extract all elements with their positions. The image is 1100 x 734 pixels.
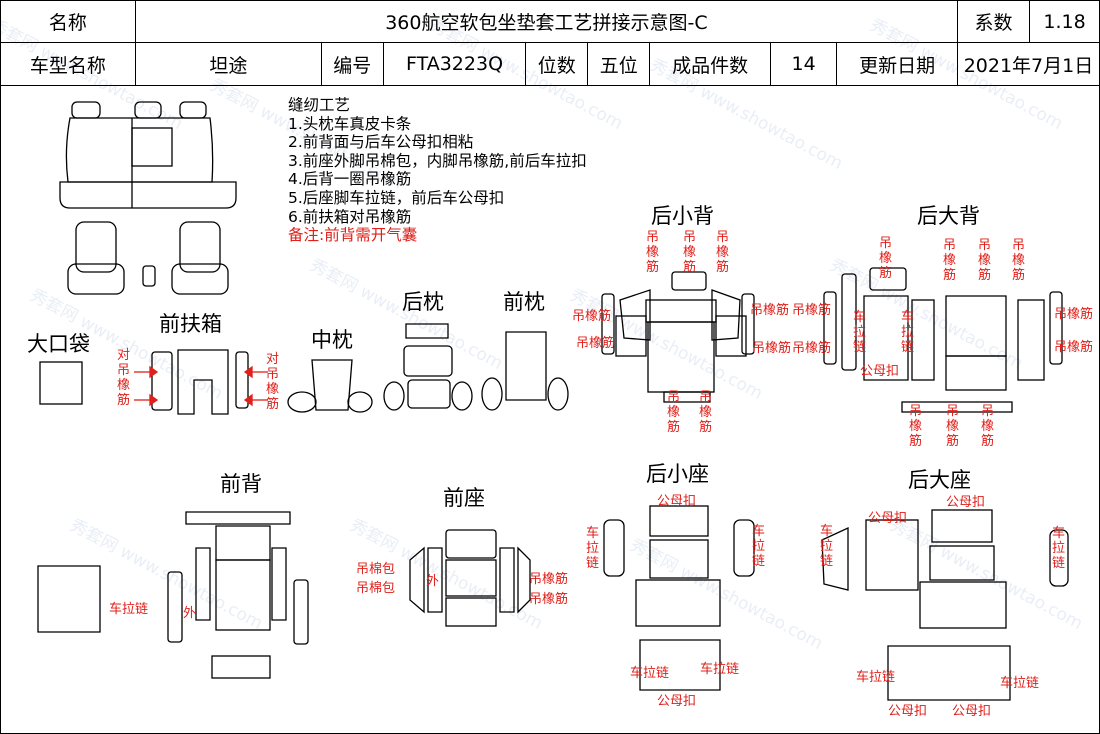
front-armrest-pieces bbox=[151, 349, 249, 415]
annotation-snap: 公母扣 bbox=[868, 511, 908, 526]
date-label: 更新日期 bbox=[836, 42, 958, 86]
annotation-hang-elastic: 吊橡筋 bbox=[529, 572, 569, 587]
note-item: 6.前扶箱对吊橡筋 bbox=[288, 207, 412, 226]
label-front-pillow: 前枕 bbox=[503, 290, 545, 314]
annotation-hang-elastic: 吊橡筋 bbox=[683, 230, 697, 275]
label-rear-small-back: 后小背 bbox=[651, 204, 714, 228]
big-pocket-piece bbox=[39, 361, 83, 405]
rear-big-back-pieces bbox=[823, 267, 1063, 413]
annotation-snap: 公母扣 bbox=[888, 704, 928, 719]
annotation-outer: 外 bbox=[426, 574, 440, 589]
coef-label: 系数 bbox=[956, 0, 1031, 43]
pieces-label: 成品件数 bbox=[649, 42, 771, 86]
annotation-hang-elastic: 吊橡筋 bbox=[1012, 238, 1026, 283]
note-item: 3.前座外脚吊棉包，内脚吊橡筋,前后车拉扣 bbox=[288, 151, 587, 170]
annotation-zipper: 车拉链 bbox=[901, 310, 915, 355]
rear-big-seat-pieces bbox=[821, 509, 1069, 701]
annotation-hang-elastic: 吊橡筋 bbox=[752, 341, 792, 356]
annotation-zipper: 车拉链 bbox=[820, 524, 834, 569]
seats-value: 五位 bbox=[587, 42, 651, 86]
label-middle-pillow: 中枕 bbox=[311, 328, 353, 352]
note-item: 1.头枕车真皮卡条 bbox=[288, 114, 412, 133]
middle-pillow-pieces bbox=[287, 359, 373, 413]
note-item: 4.后背一圈吊橡筋 bbox=[288, 170, 412, 189]
annotation-hang-elastic: 吊橡筋 bbox=[699, 390, 713, 435]
annotation-hang-elastic: 吊橡筋 bbox=[792, 341, 832, 356]
annotation-zipper: 车拉链 bbox=[1000, 676, 1040, 691]
annotation-pair-elastic: 对吊橡筋 bbox=[117, 348, 131, 408]
model-label: 车型名称 bbox=[0, 42, 136, 86]
annotation-zipper: 车拉链 bbox=[630, 666, 670, 681]
code-value: FTA3223Q bbox=[382, 42, 527, 86]
annotation-hang-cotton: 吊棉包 bbox=[356, 562, 396, 577]
annotation-hang-elastic: 吊橡筋 bbox=[529, 592, 569, 607]
model-value: 坦途 bbox=[134, 42, 322, 86]
annotation-hang-elastic: 吊橡筋 bbox=[879, 236, 893, 281]
date-value: 2021年7月1日 bbox=[956, 42, 1100, 86]
sewing-notes: 缝纫工艺 1.头枕车真皮卡条 2.前背面与后车公母扣相粘 3.前座外脚吊棉包，内… bbox=[288, 96, 587, 245]
coef-value: 1.18 bbox=[1029, 0, 1100, 43]
annotation-zipper: 车拉链 bbox=[853, 310, 867, 355]
annotation-hang-elastic: 吊橡筋 bbox=[750, 303, 790, 318]
pieces-value: 14 bbox=[769, 42, 838, 86]
front-pillow-pieces bbox=[481, 331, 569, 411]
annotation-zipper: 车拉链 bbox=[700, 662, 740, 677]
annotation-hang-elastic: 吊橡筋 bbox=[646, 230, 660, 275]
annotation-snap: 公母扣 bbox=[946, 495, 986, 510]
seats-label: 位数 bbox=[525, 42, 589, 86]
label-big-pocket: 大口袋 bbox=[27, 332, 90, 356]
seat-overview-icon bbox=[59, 101, 237, 295]
rear-pillow-pieces bbox=[383, 323, 473, 411]
annotation-hang-elastic: 吊橡筋 bbox=[572, 309, 612, 324]
label-rear-pillow: 后枕 bbox=[402, 290, 444, 314]
annotation-hang-cotton: 吊棉包 bbox=[356, 581, 396, 596]
annotation-zipper: 车拉链 bbox=[856, 670, 896, 685]
annotation-snap: 公母扣 bbox=[952, 704, 992, 719]
label-front-seat: 前座 bbox=[443, 486, 485, 510]
annotation-hang-elastic: 吊橡筋 bbox=[716, 230, 730, 275]
annotation-hang-elastic: 吊橡筋 bbox=[1054, 307, 1094, 322]
annotation-pair-elastic: 对吊橡筋 bbox=[266, 352, 280, 412]
label-front-back: 前背 bbox=[220, 472, 262, 496]
rear-small-seat-pieces bbox=[603, 505, 755, 691]
arrows-red bbox=[134, 365, 268, 407]
note-remark: 备注:前背需开气囊 bbox=[288, 226, 418, 245]
annotation-zipper: 车拉链 bbox=[109, 602, 149, 617]
annotation-snap: 公母扣 bbox=[860, 364, 900, 379]
label-rear-small-seat: 后小座 bbox=[646, 462, 709, 486]
front-back-pieces bbox=[37, 511, 309, 679]
header-table: 名称 360航空软包坐垫套工艺拼接示意图-C 系数 1.18 车型名称 坦途 编… bbox=[0, 0, 1100, 86]
rear-small-back-pieces bbox=[601, 271, 755, 403]
page-title: 360航空软包坐垫套工艺拼接示意图-C bbox=[134, 0, 958, 43]
annotation-snap: 公母扣 bbox=[657, 694, 697, 709]
label-rear-big-back: 后大背 bbox=[917, 204, 980, 228]
annotation-zipper: 车拉链 bbox=[586, 526, 600, 571]
annotation-hang-elastic: 吊橡筋 bbox=[909, 404, 923, 449]
notes-heading: 缝纫工艺 bbox=[288, 96, 351, 114]
annotation-hang-elastic: 吊橡筋 bbox=[667, 390, 681, 435]
annotation-hang-elastic: 吊橡筋 bbox=[981, 404, 995, 449]
label-rear-big-seat: 后大座 bbox=[908, 468, 971, 492]
note-item: 5.后座脚车拉链，前后车公母扣 bbox=[288, 188, 505, 207]
annotation-hang-elastic: 吊橡筋 bbox=[978, 238, 992, 283]
annotation-hang-elastic: 吊橡筋 bbox=[943, 238, 957, 283]
annotation-zipper: 车拉链 bbox=[752, 524, 766, 569]
annotation-zipper: 车拉链 bbox=[1052, 526, 1066, 571]
front-seat-pieces bbox=[409, 529, 531, 627]
annotation-hang-elastic: 吊橡筋 bbox=[792, 303, 832, 318]
annotation-hang-elastic: 吊橡筋 bbox=[1054, 340, 1094, 355]
annotation-outer: 外 bbox=[183, 606, 197, 621]
annotation-hang-elastic: 吊橡筋 bbox=[946, 404, 960, 449]
label-front-armrest: 前扶箱 bbox=[159, 312, 222, 336]
note-item: 2.前背面与后车公母扣相粘 bbox=[288, 133, 474, 152]
annotation-hang-elastic: 吊橡筋 bbox=[576, 336, 616, 351]
annotation-snap: 公母扣 bbox=[657, 494, 697, 509]
